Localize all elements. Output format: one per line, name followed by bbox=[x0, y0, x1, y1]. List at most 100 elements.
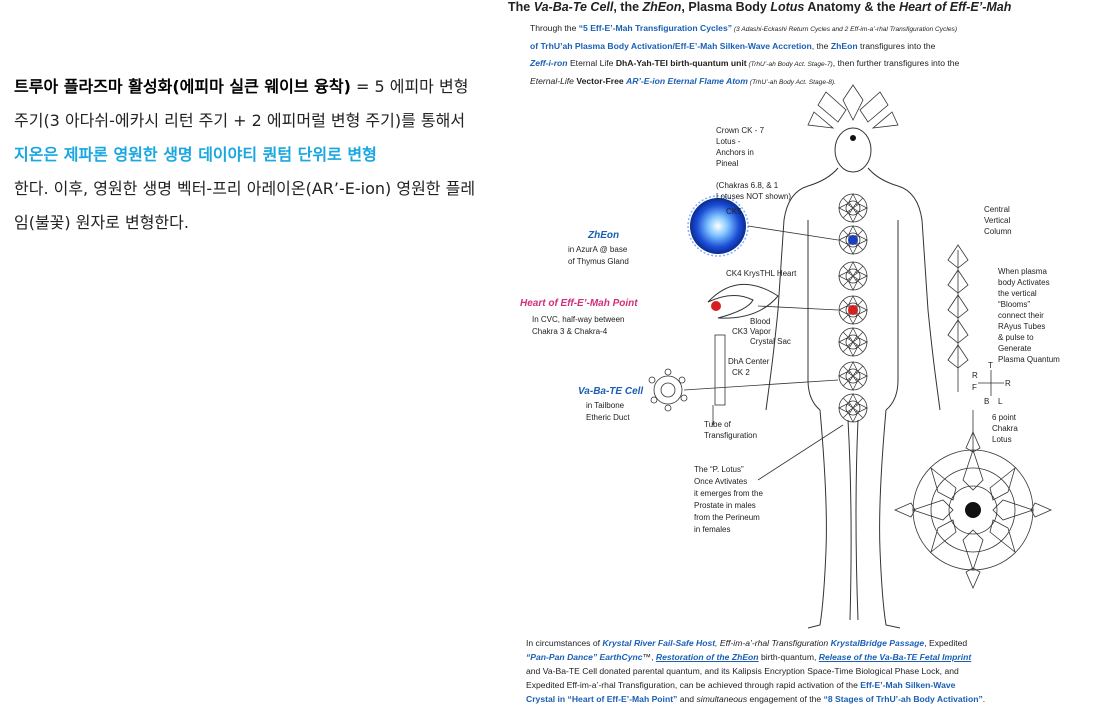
intro-text: (TrhU’-ah Body Act. Stage-8). bbox=[747, 79, 836, 86]
label-line: Crown CK - 7 bbox=[716, 126, 765, 135]
bottom-text: birth-quantum, bbox=[758, 652, 819, 662]
compass-labels: T R F R B L bbox=[972, 361, 1011, 406]
title-part: Anatomy & the bbox=[804, 0, 900, 14]
label-line: When plasma bbox=[998, 267, 1047, 276]
blood-label: Blood Vapor Crystal Sac bbox=[750, 317, 791, 346]
transfiguration-tube bbox=[714, 334, 726, 406]
bottom-text: KrystalBridge Passage bbox=[830, 638, 925, 648]
bottom-text: engagement of the bbox=[747, 694, 824, 704]
label-line: Crystal Sac bbox=[750, 337, 791, 346]
bottom-text: Krystal River Fail-Safe Host bbox=[602, 638, 716, 648]
title-part: ZhEon bbox=[642, 0, 682, 14]
zheon-dot bbox=[848, 235, 858, 245]
korean-line3: 한다. 이후, 영원한 생명 벡터-프리 아레이온(AR’-E-ion) 영원한… bbox=[14, 179, 476, 232]
bottom-text: Expedited Eff-im-a’-rhal Transfiguration… bbox=[526, 680, 861, 690]
intro-text: Eternal Life bbox=[567, 58, 616, 68]
label-line: from the Perineum bbox=[694, 513, 760, 522]
zheon-label: ZhEon in AzurA @ base of Thymus Gland bbox=[568, 230, 629, 266]
label-line: Lotus - bbox=[716, 137, 741, 146]
compass-t: T bbox=[988, 361, 993, 370]
central-vertical-column bbox=[947, 244, 969, 392]
intro-text: Zeff-i-ron bbox=[530, 58, 568, 68]
plasma-note-label: When plasma body Activates the vertical … bbox=[998, 267, 1060, 364]
crown-label: Crown CK - 7 Lotus - Anchors in Pineal bbox=[716, 126, 765, 168]
six-point-label: 6 point Chakra Lotus bbox=[992, 413, 1018, 444]
label-line: Vapor bbox=[750, 327, 771, 336]
label-line: Generate bbox=[998, 344, 1032, 353]
label-line: Blood bbox=[750, 317, 770, 326]
korean-line1: = 5 에피마 변형 주기(3 아다쉬-에카시 리턴 주기 + 2 에피머럴 변… bbox=[14, 77, 469, 130]
tube-label: Tube of Transfiguration bbox=[704, 420, 757, 440]
title-part: , Plasma Body bbox=[681, 0, 771, 14]
vabate-pointer bbox=[683, 379, 839, 391]
bottom-text: In circumstances of bbox=[526, 638, 603, 648]
label-line: the vertical bbox=[998, 289, 1037, 298]
plotus-pointer bbox=[757, 424, 844, 481]
ck2-label: CK 2 bbox=[732, 368, 750, 377]
compass-r2: R bbox=[1005, 379, 1011, 388]
bottom-paragraph: In circumstances of Krystal River Fail-S… bbox=[526, 636, 1086, 706]
bottom-text: “8 Stages of TrhU’-ah Body Activation” bbox=[823, 694, 983, 704]
compass-r: R bbox=[972, 371, 978, 380]
intro-text: (3 Adashi-Eckashi Return Cycles and 2 Ef… bbox=[732, 26, 958, 33]
label-line: it emerges from the bbox=[694, 489, 763, 498]
chakras-note-label: (Chakras 6.8, & 1 Lotuses NOT shown) bbox=[716, 181, 791, 201]
intro-text: transfigures into the bbox=[857, 41, 936, 51]
intro-paragraph: Through the “5 Eff-E’-Mah Transfiguratio… bbox=[530, 20, 1050, 91]
label-line: The “P. Lotus” bbox=[694, 465, 744, 474]
zheon-pointer bbox=[747, 225, 839, 241]
korean-title: 트루아 플라즈마 활성화(에피마 실큰 웨이브 융착) bbox=[14, 77, 351, 96]
bottom-text: Crystal in “Heart of Eff-E’-Mah Point” bbox=[526, 694, 678, 704]
label-line: Anchors in bbox=[716, 148, 754, 157]
heart-pointer bbox=[757, 305, 839, 311]
pineal-dot bbox=[850, 135, 856, 141]
intro-text: “5 Eff-E’-Mah Transfiguration Cycles” bbox=[578, 23, 733, 33]
intro-text: , then further transfigures into the bbox=[832, 58, 960, 68]
human-figure bbox=[765, 127, 941, 629]
label-line: body Activates bbox=[998, 278, 1050, 287]
crown-lotus bbox=[807, 84, 899, 129]
compass-f: F bbox=[972, 383, 977, 392]
bottom-text: Eff-E’-Mah Silken-Wave bbox=[860, 680, 956, 690]
vabate-cell bbox=[648, 368, 688, 412]
label-line: Central bbox=[984, 205, 1010, 214]
label-line: Plasma Quantum bbox=[998, 355, 1060, 364]
diagram-panel: The Va-Ba-Te Cell, the ZhEon, Plasma Bod… bbox=[508, 0, 1104, 710]
compass-b: B bbox=[984, 397, 989, 406]
heart-point-dot bbox=[711, 301, 721, 311]
bottom-text: simultaneous bbox=[696, 694, 748, 704]
title-part: Lotus bbox=[770, 0, 805, 14]
label-line: Prostate in males bbox=[694, 501, 756, 510]
zheon-orb bbox=[690, 198, 746, 254]
ck4-label: CK4 KrysTHL Heart bbox=[726, 269, 797, 278]
label-line: Tube of bbox=[704, 420, 732, 429]
intro-text: AR’-E-ion Eternal Flame Atom bbox=[626, 76, 748, 86]
ck5-label: CK5 bbox=[726, 207, 742, 216]
label-line: Once Avtivates bbox=[694, 477, 747, 486]
label-line: Etheric Duct bbox=[586, 413, 630, 422]
intro-text: Vector-Free bbox=[576, 76, 627, 86]
intro-text: Through the bbox=[530, 23, 579, 33]
bottom-text: , Eff-im-a’-rhal Transfiguration bbox=[715, 638, 831, 648]
label-line: connect their bbox=[998, 311, 1044, 320]
label-line: in AzurA @ base bbox=[568, 245, 628, 254]
label-line: Pineal bbox=[716, 159, 738, 168]
vabate-label: Va-Ba-TE Cell in Tailbone Etheric Duct bbox=[578, 386, 643, 422]
compass bbox=[978, 370, 1004, 396]
bottom-text: ™, bbox=[642, 652, 656, 662]
label-line: in females bbox=[694, 525, 730, 534]
label-line: Column bbox=[984, 227, 1012, 236]
plotus-label: The “P. Lotus” Once Avtivates it emerges… bbox=[694, 465, 763, 534]
korean-description: 트루아 플라즈마 활성화(에피마 실큰 웨이브 융착) = 5 에피마 변형 주… bbox=[14, 70, 484, 240]
label-line: “Blooms” bbox=[998, 300, 1030, 309]
compass-l: L bbox=[998, 397, 1003, 406]
title-part: Va-Ba-Te Cell bbox=[533, 0, 614, 14]
intro-text: DhA-Yah-TEI birth-quantum unit bbox=[615, 58, 747, 68]
bottom-text: and Va-Ba-TE Cell donated parental quant… bbox=[526, 666, 959, 676]
bottom-text: . bbox=[982, 694, 986, 704]
intro-text: of TrhU’ah Plasma Body Activation/Eff-E’… bbox=[530, 41, 812, 51]
title-part: Heart of Eff-E’-Mah bbox=[899, 0, 1012, 14]
bottom-text: Restoration of the ZhEon bbox=[655, 652, 759, 662]
intro-text: (TrhU’-ah Body Act. Stage-7) bbox=[746, 61, 833, 68]
label-line: RAyus Tubes bbox=[998, 322, 1045, 331]
